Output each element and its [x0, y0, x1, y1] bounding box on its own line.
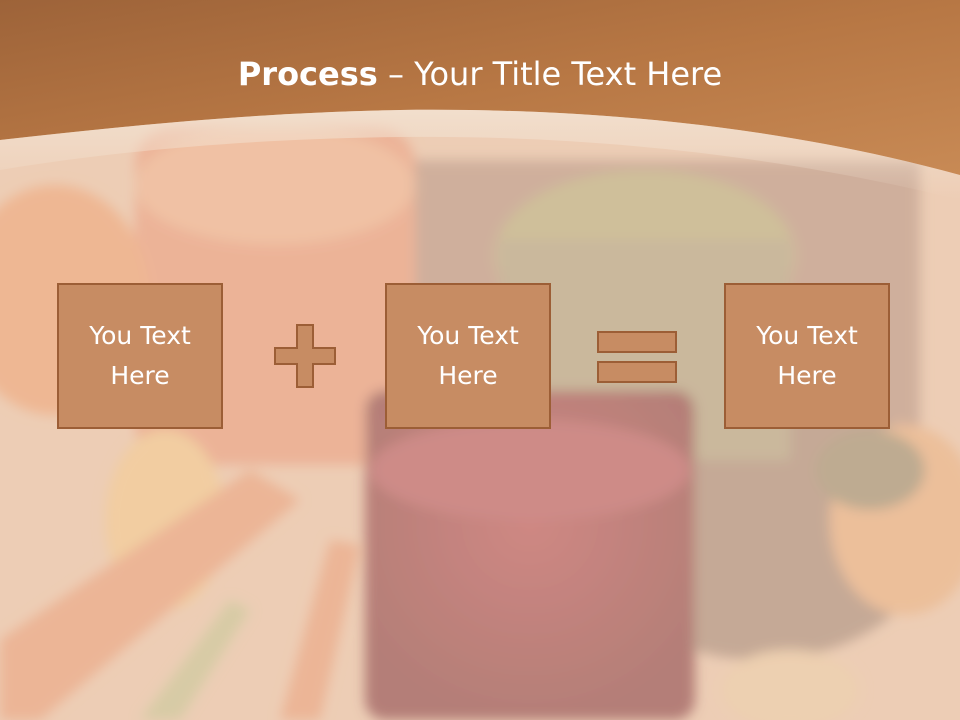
plus-icon [274, 324, 336, 388]
process-box-1[interactable]: You Text Here [57, 283, 223, 429]
title-dash: – [377, 55, 415, 93]
header-band [0, 0, 960, 200]
process-box-1-text: You Text Here [89, 321, 191, 390]
process-box-3-text: You Text Here [756, 321, 858, 390]
title-rest: Your Title Text Here [414, 55, 723, 93]
slide-title: Process – Your Title Text Here [0, 54, 960, 94]
title-bold: Process [237, 55, 378, 93]
equals-icon [597, 331, 677, 383]
process-box-2[interactable]: You Text Here [385, 283, 551, 429]
process-box-2-text: You Text Here [417, 321, 519, 390]
process-box-3[interactable]: You Text Here [724, 283, 890, 429]
